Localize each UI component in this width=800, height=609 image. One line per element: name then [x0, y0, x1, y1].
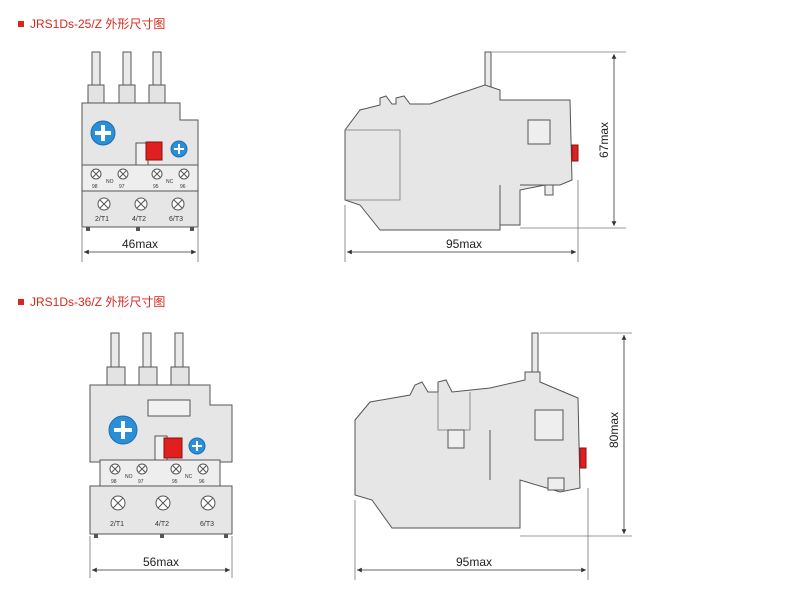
aux-terminal-label: 95 — [172, 479, 178, 485]
aux-terminal-screws — [90, 168, 190, 180]
reset-button-icon — [145, 141, 163, 161]
dimension-front-width-36: 56max — [89, 536, 233, 578]
dimension-height-36: 80max — [520, 332, 632, 537]
aux-terminal-label: 97 — [138, 479, 144, 485]
section-title-text: JRS1Ds-25/Z 外形尺寸图 — [30, 17, 166, 31]
aux-label-no: NO — [106, 179, 114, 185]
side-view-36 — [354, 332, 587, 529]
side-view-25 — [344, 51, 579, 231]
section-title-2: JRS1Ds-36/Z 外形尺寸图 — [18, 293, 165, 310]
dimension-height-25: 67max — [492, 51, 626, 229]
main-terminal-screws — [110, 495, 216, 511]
aux-label-nc: NC — [185, 474, 193, 480]
bullet-icon — [18, 20, 24, 27]
main-terminal-label: 4/T2 — [155, 521, 169, 528]
main-terminal-label: 4/T2 — [132, 216, 146, 223]
aux-terminal-label: 97 — [119, 184, 125, 190]
aux-terminal-screws — [109, 463, 209, 475]
main-terminal-label: 6/T3 — [200, 521, 214, 528]
front-width-label: 56max — [143, 555, 179, 569]
reset-button-icon — [163, 437, 183, 459]
section-title-1: JRS1Ds-25/Z 外形尺寸图 — [18, 15, 165, 32]
front-view-36: NO NC 98 97 95 96 2/T1 4/T2 6/T3 — [89, 332, 233, 538]
aux-terminal-label: 95 — [153, 184, 159, 190]
dimension-side-width-25: 95max — [344, 180, 579, 262]
aux-terminal-label: 98 — [92, 184, 98, 190]
main-terminal-label: 6/T3 — [169, 216, 183, 223]
front-width-label: 46max — [122, 237, 158, 251]
height-label: 80max — [607, 412, 621, 448]
aux-terminal-label: 96 — [180, 184, 186, 190]
dimension-front-width-25: 46max — [81, 228, 199, 262]
aux-terminal-label: 98 — [111, 479, 117, 485]
side-width-label: 95max — [446, 237, 482, 251]
main-terminal-label: 2/T1 — [110, 521, 124, 528]
aux-label-nc: NC — [166, 179, 174, 185]
main-terminal-screws — [97, 197, 185, 211]
front-view-25: NO NC 98 97 95 96 2/T1 4/T2 6/T3 — [81, 51, 199, 231]
section-title-text: JRS1Ds-36/Z 外形尺寸图 — [30, 295, 166, 309]
aux-label-no: NO — [125, 474, 133, 480]
aux-terminal-label: 96 — [199, 479, 205, 485]
height-label: 67max — [597, 122, 611, 158]
bullet-icon — [18, 298, 24, 305]
dimension-side-width-36: 95max — [354, 488, 589, 580]
side-width-label: 95max — [456, 555, 492, 569]
main-terminal-label: 2/T1 — [95, 216, 109, 223]
